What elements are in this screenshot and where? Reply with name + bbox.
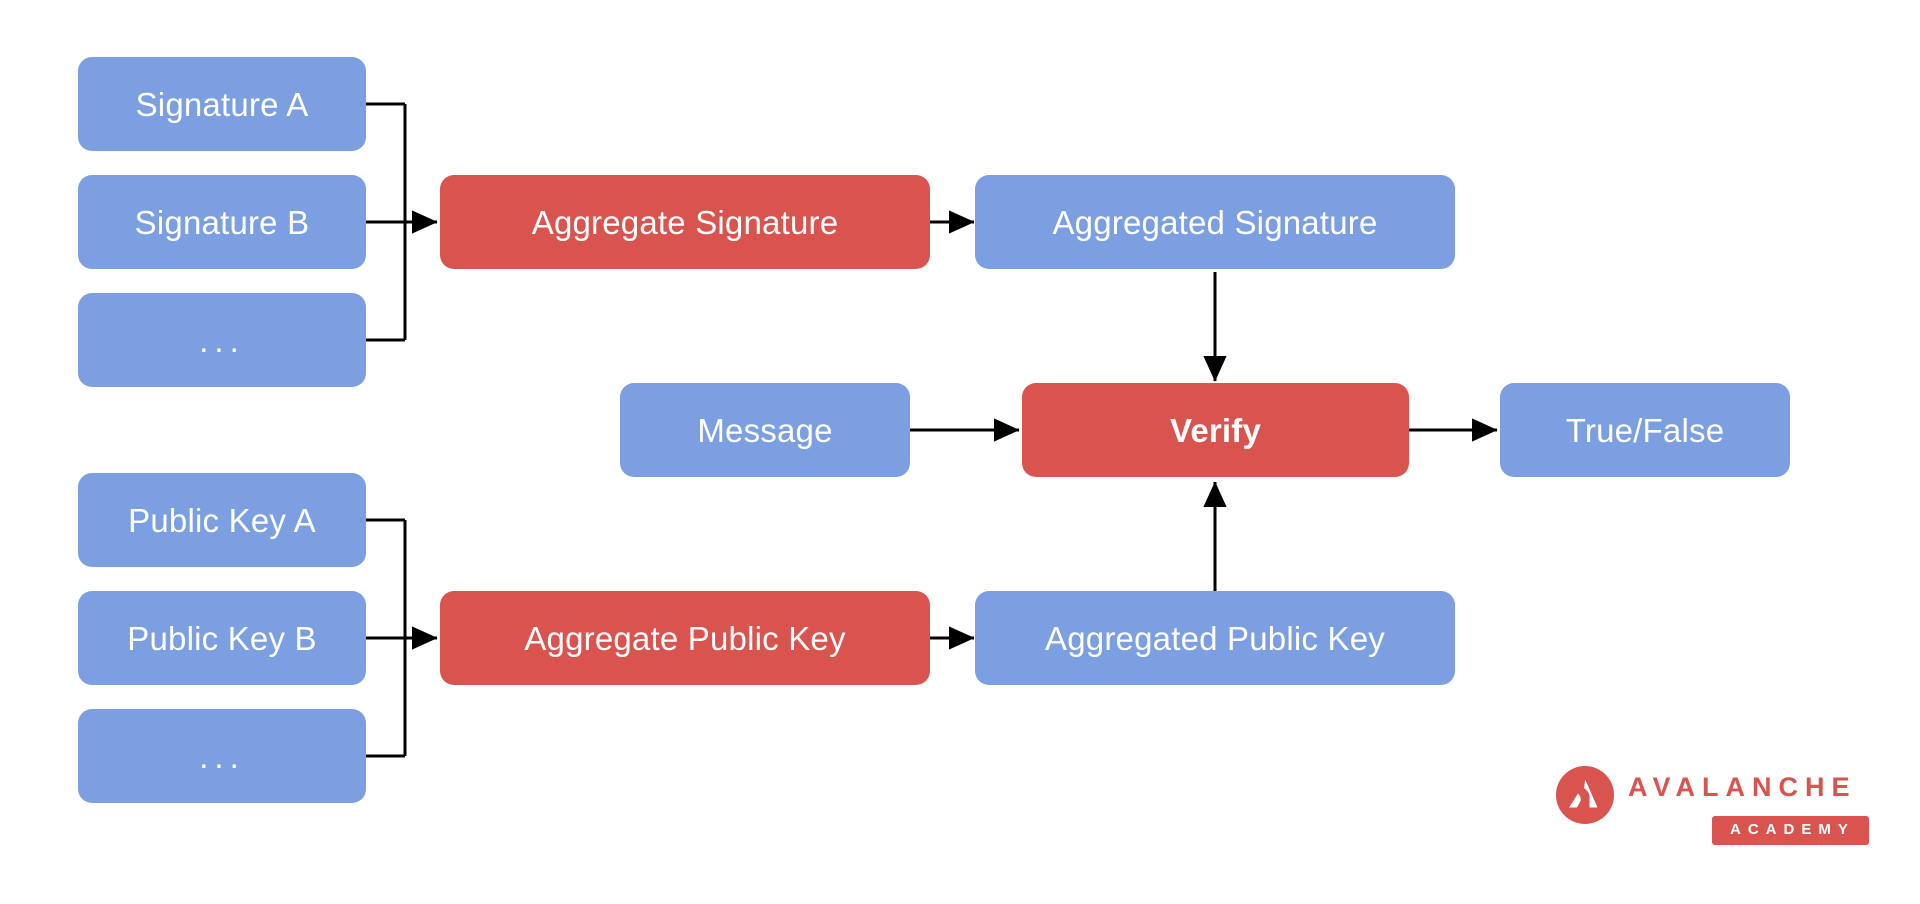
node-public-key-more[interactable]: ...	[78, 709, 366, 803]
node-true-false[interactable]: True/False	[1500, 383, 1790, 477]
node-public-key-a[interactable]: Public Key A	[78, 473, 366, 567]
node-signature-b[interactable]: Signature B	[78, 175, 366, 269]
node-public-key-b[interactable]: Public Key B	[78, 591, 366, 685]
node-signature-more[interactable]: ...	[78, 293, 366, 387]
academy-badge: ACADEMY	[1712, 816, 1869, 845]
node-message[interactable]: Message	[620, 383, 910, 477]
academy-label: ACADEMY	[1730, 821, 1855, 838]
edge-public-keys-to-aggregate-public-key	[366, 518, 438, 758]
avalanche-logo-icon	[1556, 766, 1614, 824]
avalanche-wordmark: AVALANCHE	[1628, 772, 1857, 802]
node-aggregate-signature[interactable]: Aggregate Signature	[440, 175, 930, 269]
node-aggregated-signature[interactable]: Aggregated Signature	[975, 175, 1455, 269]
edge-signatures-to-aggregate-signature	[366, 102, 438, 342]
node-aggregated-public-key[interactable]: Aggregated Public Key	[975, 591, 1455, 685]
node-aggregate-public-key[interactable]: Aggregate Public Key	[440, 591, 930, 685]
avalanche-academy-logo: AVALANCHE ACADEMY	[1556, 764, 1896, 845]
node-signature-a[interactable]: Signature A	[78, 57, 366, 151]
node-verify[interactable]: Verify	[1022, 383, 1409, 477]
